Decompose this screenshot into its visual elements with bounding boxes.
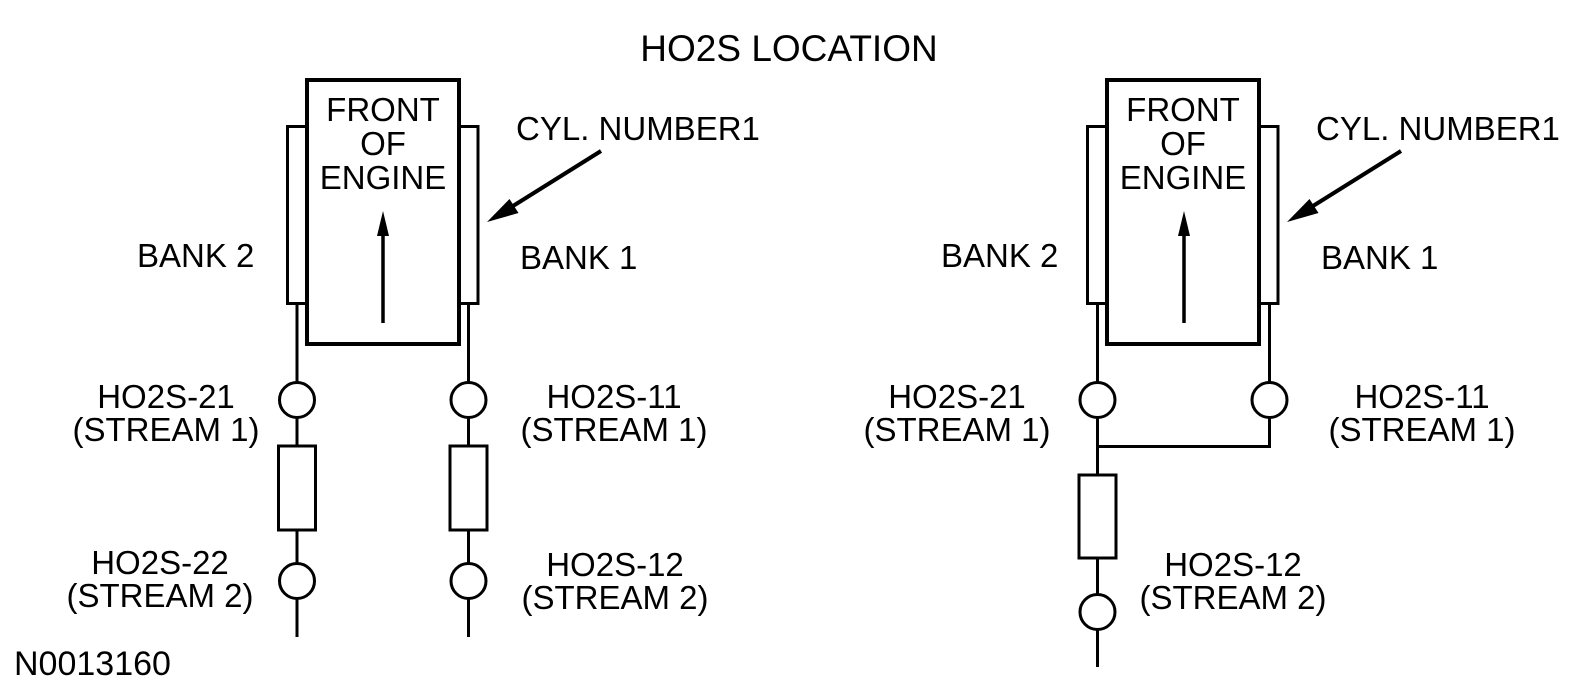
page-title: HO2S LOCATION [640, 28, 938, 69]
left-engine-group [286, 78, 603, 346]
right-bank2-manifold-shape [1086, 125, 1109, 305]
engine-front-line2: OF [1160, 125, 1206, 162]
sensor-name: HO2S-12 [546, 546, 684, 583]
ho2s11-sensor-circle [1250, 381, 1289, 419]
sensor-name: HO2S-21 [97, 378, 235, 415]
sensor-stream: (STREAM 2) [1139, 579, 1327, 616]
bank1-catalyst-shape [448, 444, 489, 532]
sensor-stream: (STREAM 2) [521, 579, 709, 616]
sensor-stream: (STREAM 1) [1328, 411, 1516, 448]
right-engine-front-label: FRONT OF ENGINE [1107, 93, 1259, 195]
left-bank2-exhaust [277, 303, 317, 637]
left-cylinder-number-label: CYL. NUMBER1 [516, 110, 760, 147]
bank2-catalyst-shape [277, 444, 317, 532]
right-cylinder-number-label: CYL. NUMBER1 [1316, 110, 1560, 147]
left-bank1-label: BANK 1 [520, 239, 638, 276]
right-ho2s11-label: HO2S-11 (STREAM 1) [1301, 380, 1543, 446]
right-ho2s12-label: HO2S-12 (STREAM 2) [1112, 548, 1354, 614]
right-cylinder-callout-arrowhead-icon [1287, 199, 1319, 222]
left-cylinder-callout-arrowhead-icon [487, 199, 519, 222]
right-bank1-label: BANK 1 [1321, 239, 1439, 276]
sensor-stream: (STREAM 1) [72, 411, 260, 448]
sensor-stream: (STREAM 1) [520, 411, 708, 448]
left-bank1-exhaust [448, 303, 489, 637]
left-cylinder-callout-arrow [511, 149, 603, 208]
drawing-number: N0013160 [14, 645, 171, 683]
sensor-name: HO2S-11 [1354, 378, 1490, 415]
sensor-name: HO2S-12 [1164, 546, 1302, 583]
right-bank1-manifold-shape [1257, 125, 1280, 305]
ho2s11-sensor-circle [449, 381, 488, 419]
sensor-stream: (STREAM 2) [66, 577, 254, 614]
ho2s12-sensor-circle [1078, 593, 1117, 631]
sensor-stream: (STREAM 1) [863, 411, 1051, 448]
left-ho2s11-label: HO2S-11 (STREAM 1) [493, 380, 735, 446]
left-front-direction-arrowhead-icon [377, 211, 389, 236]
sensor-name: HO2S-22 [91, 544, 229, 581]
left-bank2-label: BANK 2 [137, 237, 255, 274]
right-merged-exhaust [1077, 303, 1289, 667]
engine-front-line1: FRONT [326, 91, 440, 128]
sensor-name: HO2S-11 [546, 378, 682, 415]
left-ho2s12-label: HO2S-12 (STREAM 2) [494, 548, 736, 614]
ho2s22-sensor-circle [278, 562, 316, 600]
left-bank2-manifold-shape [286, 125, 309, 305]
right-ho2s21-label: HO2S-21 (STREAM 1) [836, 380, 1078, 446]
left-engine-front-label: FRONT OF ENGINE [307, 93, 459, 195]
engine-front-line3: ENGINE [319, 159, 447, 196]
engine-front-line3: ENGINE [1119, 159, 1247, 196]
right-engine-group [1086, 78, 1403, 346]
ho2s21-sensor-circle [1078, 381, 1117, 419]
engine-front-line2: OF [360, 125, 406, 162]
merged-catalyst-shape [1077, 473, 1118, 560]
engine-front-line1: FRONT [1126, 91, 1240, 128]
right-front-direction-arrowhead-icon [1178, 211, 1190, 236]
right-cylinder-callout-arrow [1311, 149, 1403, 208]
right-bank2-label: BANK 2 [941, 237, 1059, 274]
left-bank1-manifold-shape [457, 125, 480, 305]
left-ho2s21-label: HO2S-21 (STREAM 1) [45, 380, 287, 446]
ho2s12-sensor-circle [449, 562, 488, 600]
left-ho2s22-label: HO2S-22 (STREAM 2) [39, 546, 281, 612]
sensor-name: HO2S-21 [888, 378, 1026, 415]
